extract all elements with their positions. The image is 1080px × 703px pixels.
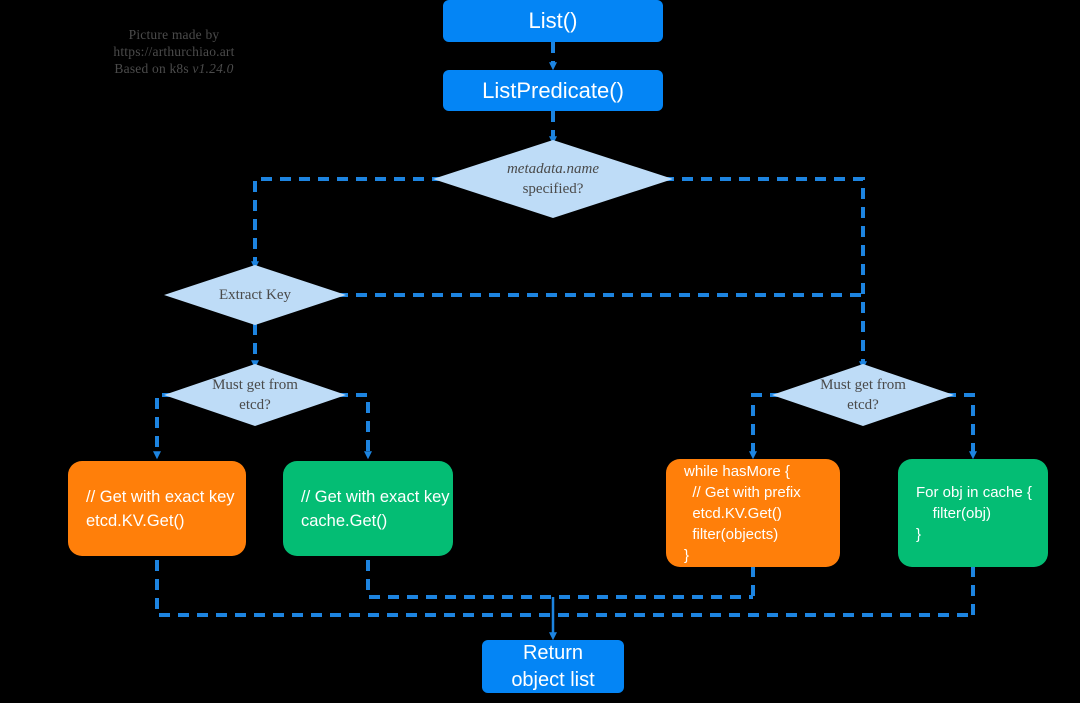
node-cache-loop[interactable]: For obj in cache { filter(obj) } — [898, 459, 1048, 567]
must-get-etcd-right-line-1: Must get from — [820, 377, 906, 393]
node-extract-key-text: Extract Key — [164, 265, 346, 325]
node-cache-exact-key[interactable]: // Get with exact key cache.Get() — [283, 461, 453, 556]
node-must-get-etcd-left[interactable]: Must get from etcd? — [164, 364, 346, 426]
etcd-exact-key-line-2: etcd.KV.Get() — [86, 511, 185, 530]
watermark-line-2: https://arthurchiao.art — [113, 44, 235, 59]
node-must-get-etcd-right-text: Must get from etcd? — [772, 364, 954, 426]
etcd-prefix-loop-line-3: etcd.KV.Get() — [684, 504, 782, 522]
edge-must-get-etcd-right-no-to-cache-loop — [945, 393, 977, 460]
node-metadata-name-check[interactable]: metadata.name specified? — [433, 140, 673, 218]
must-get-etcd-right-line-2: etcd? — [847, 397, 879, 413]
etcd-prefix-loop-line-4: filter(objects) — [684, 525, 779, 543]
metadata-name-check-line-1: metadata.name — [506, 161, 600, 177]
node-must-get-etcd-right[interactable]: Must get from etcd? — [772, 364, 954, 426]
watermark-line-1: Picture made by — [128, 27, 220, 42]
cache-loop-line-1: For obj in cache { — [916, 483, 1032, 501]
etcd-prefix-loop-line-5: } — [684, 546, 690, 564]
edge-etcd-exact-key-to-return — [155, 560, 973, 617]
edge-metadata-check-left-to-extract-key — [251, 177, 443, 270]
metadata-name-check-line-2: specified? — [522, 181, 584, 197]
node-etcd-prefix-loop[interactable]: while hasMore { // Get with prefix etcd.… — [666, 459, 840, 567]
watermark: Picture made by https://arthurchiao.art … — [74, 26, 274, 77]
must-get-etcd-left-line-2: etcd? — [239, 397, 271, 413]
edge-must-get-etcd-left-no-to-cache-exact-key — [337, 393, 372, 460]
edge-metadata-check-right-to-must-get-etcd-right — [663, 177, 867, 370]
edge-must-get-etcd-right-yes-to-etcd-prefix-loop — [749, 393, 781, 460]
cache-exact-key-line-1: // Get with exact key — [301, 487, 450, 506]
node-list[interactable]: List() — [443, 0, 663, 42]
watermark-k8s-version: v1.24.0 — [192, 61, 234, 76]
node-metadata-name-check-text: metadata.name specified? — [433, 140, 673, 218]
etcd-exact-key-line-1: // Get with exact key — [86, 487, 235, 506]
cache-loop-line-2: filter(obj) — [916, 504, 992, 522]
cache-exact-key-line-2: cache.Get() — [301, 511, 388, 530]
return-line-1: Return — [522, 641, 584, 664]
return-line-2: object list — [511, 668, 595, 691]
cache-loop-line-3: } — [916, 525, 922, 543]
node-list-label: List() — [528, 8, 578, 33]
node-etcd-exact-key[interactable]: // Get with exact key etcd.KV.Get() — [68, 461, 246, 556]
node-return-object-list[interactable]: Return object list — [482, 640, 624, 693]
extract-key-line-1: Extract Key — [218, 287, 292, 303]
must-get-etcd-left-line-1: Must get from — [212, 377, 298, 393]
node-list-predicate-label: ListPredicate() — [482, 77, 624, 103]
etcd-prefix-loop-line-2: // Get with prefix — [684, 483, 801, 501]
watermark-based-on: Based on k8s — [114, 61, 193, 76]
watermark-line-3: Based on k8s v1.24.0 — [74, 60, 274, 77]
edge-cache-exact-key-to-return — [366, 560, 753, 599]
node-extract-key[interactable]: Extract Key — [164, 265, 346, 325]
node-must-get-etcd-left-text: Must get from etcd? — [164, 364, 346, 426]
node-list-predicate[interactable]: ListPredicate() — [443, 70, 663, 111]
etcd-prefix-loop-line-1: while hasMore { — [684, 462, 790, 480]
